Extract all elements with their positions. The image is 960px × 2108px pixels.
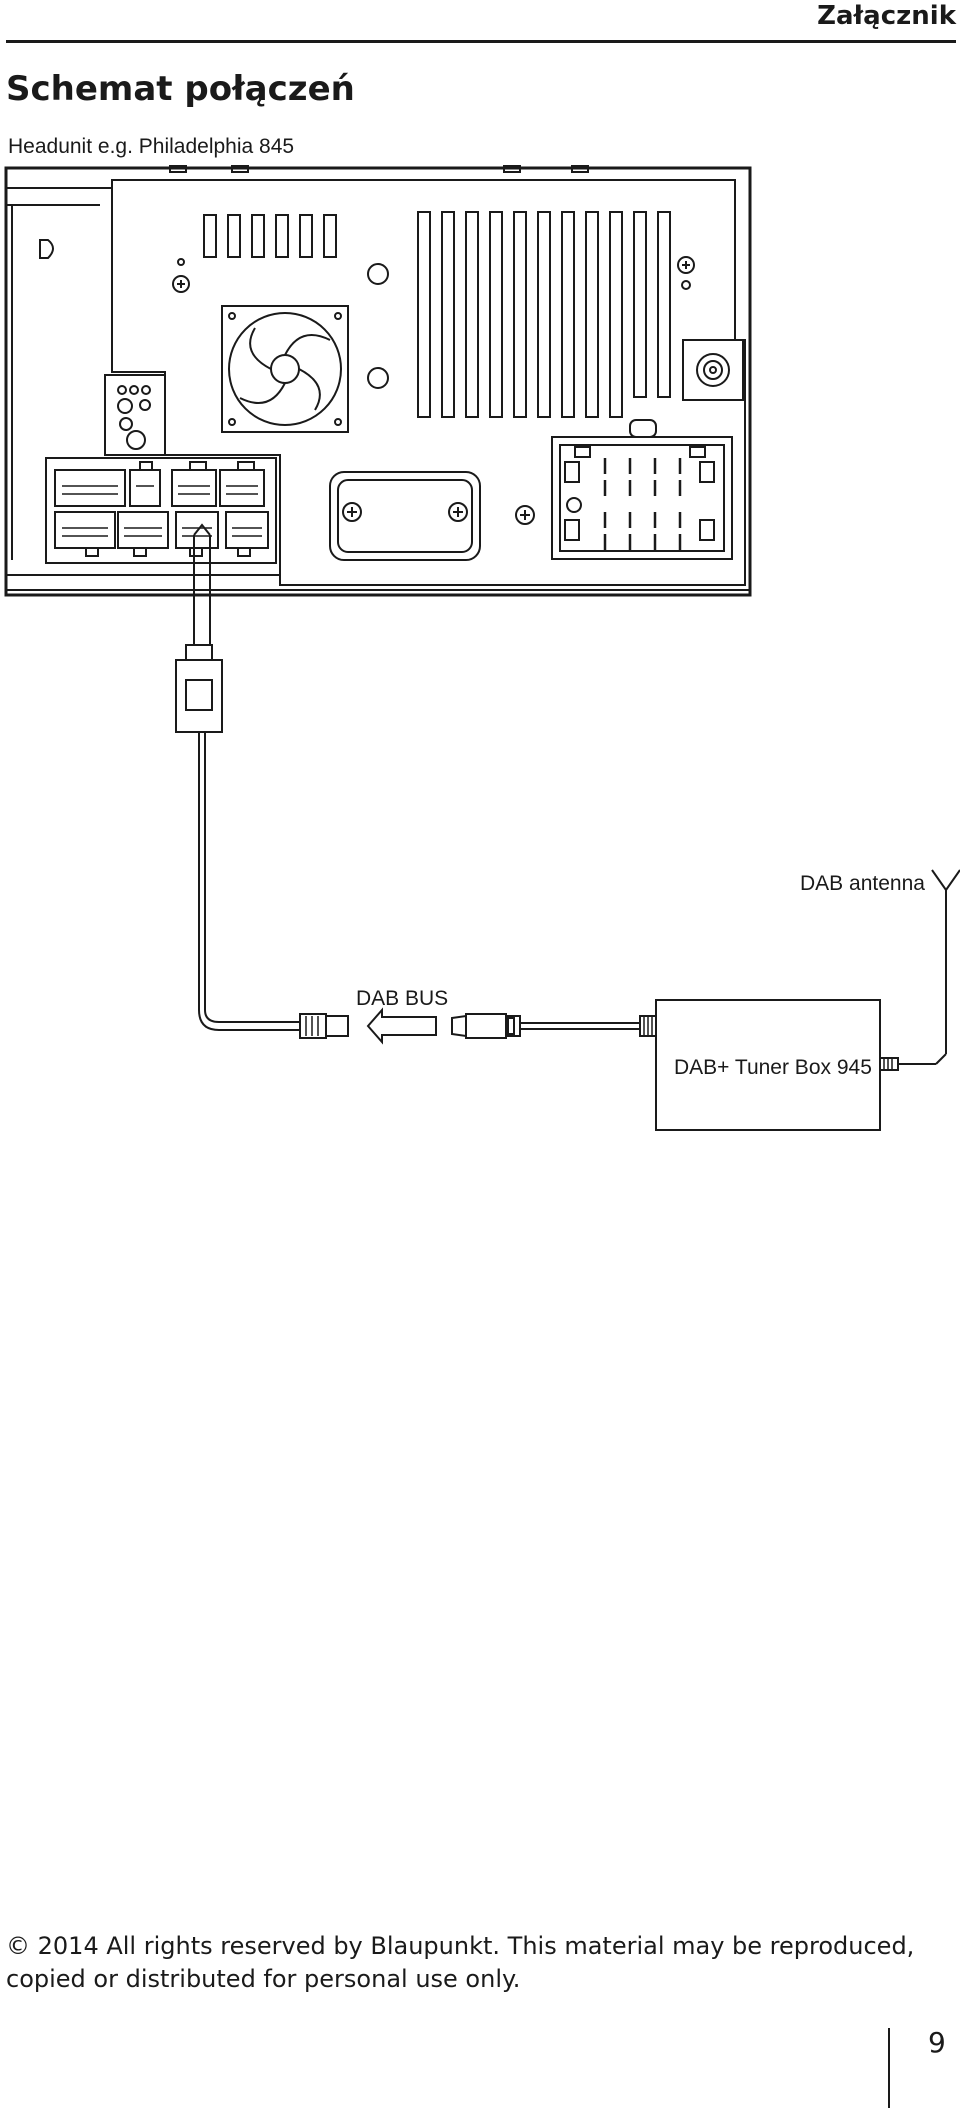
- header-rule: [6, 40, 956, 43]
- iso-connector: [551, 419, 733, 560]
- diagram-subtitle: Headunit e.g. Philadelphia 845: [8, 135, 295, 158]
- copyright-notice: © 2014 All rights reserved by Blaupunkt.…: [6, 1932, 915, 1993]
- label-dab-bus: DAB BUS: [356, 987, 448, 1010]
- antenna-cable: [879, 890, 947, 1071]
- page-title: Schemat połączeń: [6, 69, 355, 109]
- heatsink-fins: [417, 211, 671, 418]
- headunit-rear-panel: [4, 165, 752, 597]
- antenna-socket: [682, 339, 744, 401]
- tuner-cable: [451, 1013, 657, 1039]
- round-jack-block: [104, 374, 166, 456]
- connection-diagram: DAB antenna DAB BUS DAB+ Tuner Box 945: [4, 165, 960, 1131]
- page-number: 9: [928, 2026, 946, 2059]
- screw-icon: [172, 256, 695, 525]
- mounting-plate: [329, 471, 481, 561]
- antenna-icon: [931, 869, 960, 891]
- dab-bus-cable: [175, 523, 349, 1039]
- vent-slots-small: [203, 214, 337, 258]
- section-label: Załącznik: [817, 1, 956, 31]
- page-number-rule: [888, 2028, 890, 2108]
- label-dab-antenna: DAB antenna: [800, 872, 925, 895]
- label-tuner-box: DAB+ Tuner Box 945: [674, 1056, 872, 1079]
- fan-icon: [221, 305, 349, 433]
- arrow-left-icon: [366, 1007, 437, 1045]
- multipin-connectors: [45, 457, 277, 564]
